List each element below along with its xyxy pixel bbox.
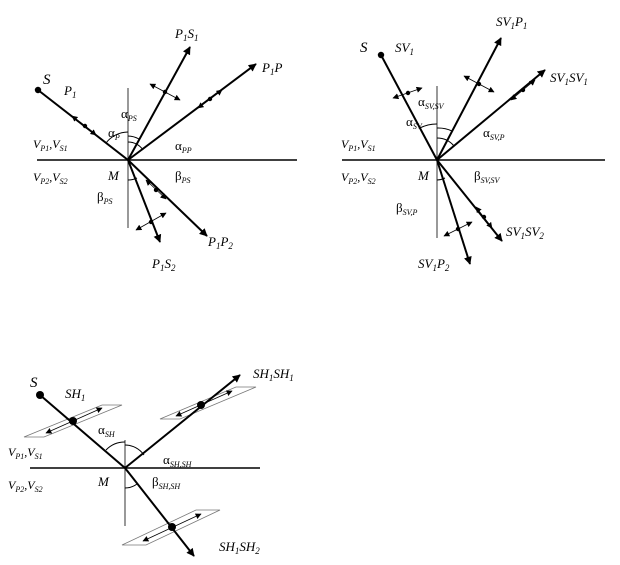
alpha-shsh-label: αSH,SH <box>163 452 193 469</box>
particle-dot <box>481 214 487 220</box>
source-point <box>377 51 385 59</box>
incident-label: SV1 <box>395 40 414 57</box>
incident-label: P1 <box>63 83 76 100</box>
lower-medium-label: VP2,VS2 <box>33 170 68 186</box>
particle-dot <box>153 187 159 193</box>
lower-medium-label: VP2,VS2 <box>8 478 43 494</box>
panel-sv-incidence: S SV1 SV1P1 SV1SV1 SV1SV2 SV1P2 VP1,VS1 … <box>341 14 605 273</box>
transmitted-p-label: SV1P2 <box>418 256 450 273</box>
particle-plane <box>159 386 257 420</box>
particle-dot <box>82 123 88 129</box>
angle-arc <box>436 127 453 132</box>
source-label: S <box>43 72 51 88</box>
alpha-sh-label: αSH <box>98 422 116 439</box>
point-m-label: M <box>107 168 120 183</box>
angle-arc <box>105 441 126 451</box>
particle-motion-arrow <box>71 115 83 125</box>
reflected-s-label: P1S1 <box>174 26 198 43</box>
beta-svsv-label: βSV,SV <box>474 168 500 185</box>
particle-motion-arrow <box>79 121 97 136</box>
incident-ray <box>37 89 129 161</box>
angle-arc <box>436 177 446 181</box>
alpha-sv-label: αSV <box>406 114 423 131</box>
beta-svp-label: βSV,P <box>396 200 417 217</box>
particle-dot <box>207 96 213 102</box>
particle-dot <box>162 89 168 95</box>
lower-medium-label: VP2,VS2 <box>341 170 376 186</box>
angle-arc <box>127 135 140 140</box>
transmitted-p-label: P1P2 <box>207 234 233 251</box>
reflected-p-ray <box>436 69 546 161</box>
incident-ray <box>380 54 438 161</box>
reflected-p-label: SV1SV1 <box>550 70 588 87</box>
angle-arc <box>124 483 138 489</box>
particle-dot <box>69 417 77 425</box>
upper-medium-label: VP1,VS1 <box>8 445 43 461</box>
point-m-label: M <box>97 474 110 489</box>
particle-dot <box>197 401 205 409</box>
alpha-p-label: αP <box>108 125 120 142</box>
incident-label: SH1 <box>65 386 85 403</box>
upper-medium-label: VP1,VS1 <box>341 137 376 153</box>
reflected-s-ray <box>127 46 191 161</box>
transmitted-s-ray <box>127 159 162 243</box>
reflected-p-ray <box>127 63 257 161</box>
beta-shsh-label: βSH,SH <box>152 474 181 491</box>
angle-arc <box>419 123 438 129</box>
particle-dot <box>520 87 526 93</box>
particle-dot <box>168 523 176 531</box>
source-point <box>34 86 42 94</box>
particle-dot <box>148 219 154 225</box>
reflected-sv-ray <box>436 37 502 161</box>
alpha-pp-label: αPP <box>175 138 192 155</box>
upper-medium-label: VP1,VS1 <box>33 137 68 153</box>
source-point <box>36 391 44 399</box>
alpha-svsv-label: αSV,SV <box>418 94 445 111</box>
transmitted-label: SH1SH2 <box>219 539 260 556</box>
angle-arc <box>127 141 144 151</box>
particle-dot <box>476 81 482 87</box>
reflected-ray <box>124 374 241 469</box>
transmitted-p-ray <box>436 159 503 242</box>
source-label: S <box>360 40 368 56</box>
panel-p-incidence: S P1 P1S1 P1P P1P2 P1S2 VP1,VS1 VP2,VS2 … <box>33 26 297 273</box>
beta-ps-right-label: βPS <box>175 168 191 185</box>
transmitted-sv-label: SV1SV2 <box>506 224 544 241</box>
transmitted-s-label: P1S2 <box>151 256 176 273</box>
angle-arc <box>124 444 145 456</box>
angle-arc <box>127 177 138 181</box>
point-m-label: M <box>417 168 430 183</box>
beta-ps-left-label: βPS <box>97 189 113 206</box>
alpha-svp-label: αSV,P <box>483 125 505 142</box>
reflected-label: SH1SH1 <box>253 366 294 383</box>
reflected-sv-label: SV1P1 <box>496 14 527 31</box>
particle-dot <box>405 90 411 96</box>
particle-dot <box>455 226 461 232</box>
transmitted-sv-ray <box>436 159 472 265</box>
angle-arc <box>105 131 129 144</box>
transmitted-p-ray <box>127 159 208 237</box>
source-label: S <box>30 375 38 391</box>
alpha-ps-label: αPS <box>121 106 137 123</box>
angle-arc <box>436 137 455 147</box>
reflected-p-label: P1P <box>261 60 282 77</box>
panel-sh-incidence: S SH1 SH1SH1 SH1SH2 VP1,VS1 VP2,VS2 M αS… <box>8 366 294 557</box>
